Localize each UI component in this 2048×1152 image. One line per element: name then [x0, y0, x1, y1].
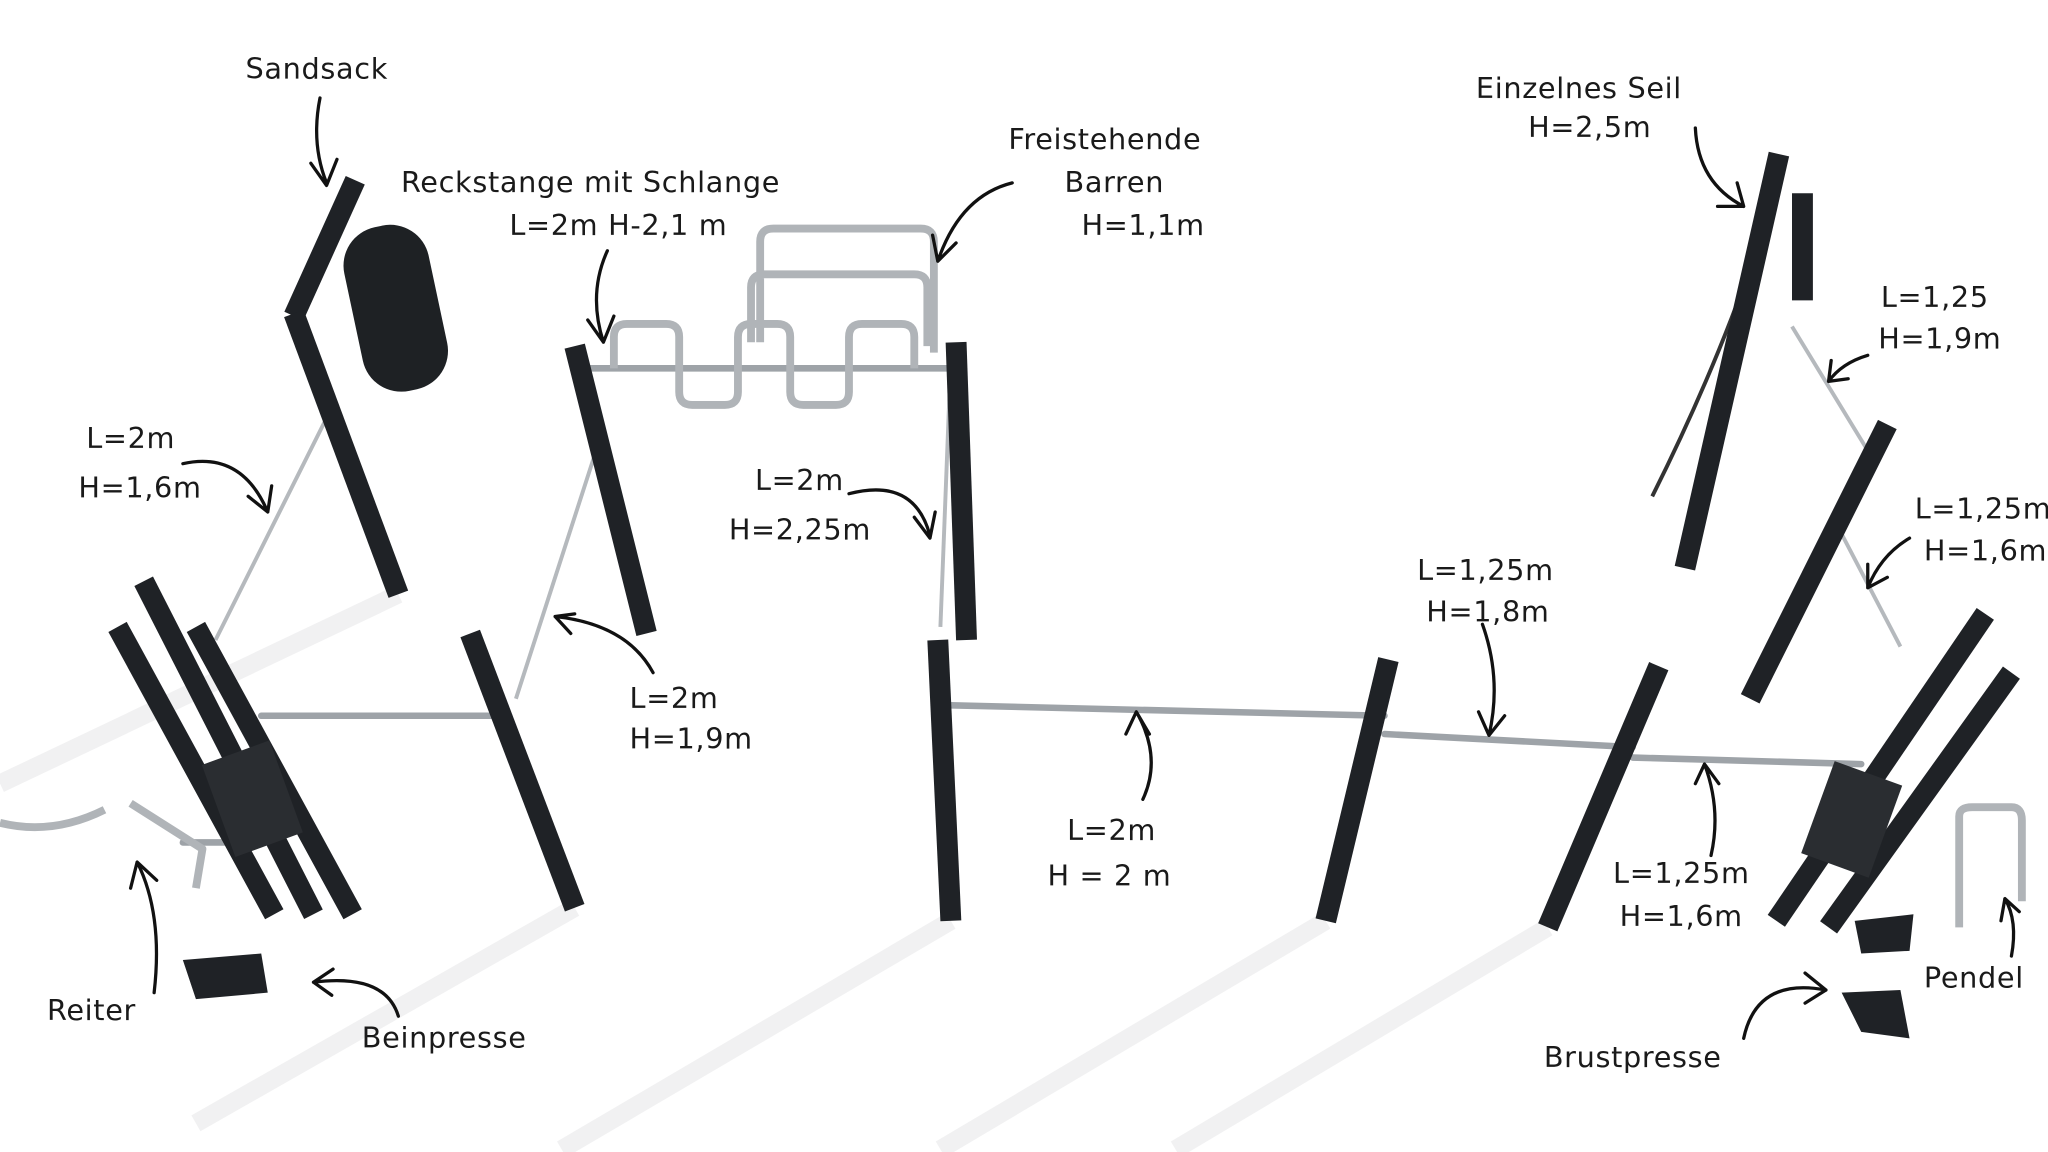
cable-mid-left — [514, 443, 601, 700]
machine-details — [0, 740, 2026, 1039]
bar-mid-right — [1381, 730, 1636, 751]
label-right-mid-height: H=1,6m — [1924, 533, 2047, 567]
label-reckstange-title: Reckstange mit Schlange — [401, 165, 780, 199]
label-center-height: H = 2 m — [1048, 859, 1172, 893]
label-pendel: Pendel — [1924, 960, 2024, 994]
label-seil-title: Einzelnes Seil — [1476, 71, 1682, 105]
bar-center — [947, 702, 1388, 720]
label-sandsack: Sandsack — [246, 51, 388, 85]
annotation-labels: Sandsack Reckstange mit Schlange L=2m H-… — [47, 51, 2048, 1074]
label-low-left-length: L=2m — [630, 681, 719, 715]
posts — [108, 151, 2020, 934]
label-center-length: L=2m — [1067, 813, 1156, 847]
rider-machine — [0, 799, 207, 889]
leg-press-pedal — [182, 953, 268, 1000]
chest-press-handle — [1854, 914, 1914, 954]
parallel-bars — [747, 224, 938, 353]
label-mid-right-height: H=1,8m — [1426, 595, 1549, 629]
cable-left-top — [213, 417, 329, 641]
annotation-arrows — [128, 96, 2021, 1040]
label-low-left-height: H=1,9m — [630, 721, 753, 755]
cables — [213, 175, 1903, 700]
label-low-right-length: L=1,25m — [1613, 856, 1750, 890]
label-reiter: Reiter — [47, 993, 136, 1027]
label-right-top-height: H=1,9m — [1878, 322, 2001, 356]
cable-center-left — [938, 391, 952, 628]
label-right-mid-length: L=1,25m — [1915, 492, 2048, 526]
label-barren-dims: H=1,1m — [1081, 208, 1204, 242]
chest-press-handle-2 — [1841, 990, 1910, 1039]
label-reckstange-dims: L=2m H-2,1 m — [509, 208, 727, 242]
label-left-top-height: H=1,6m — [78, 471, 201, 505]
label-right-top-length: L=1,25 — [1881, 280, 1989, 314]
bar-low-right — [1629, 754, 1865, 768]
label-barren-title1: Freistehende — [1008, 122, 1201, 156]
pendulum-machine — [1955, 803, 2026, 928]
label-low-right-height: H=1,6m — [1620, 899, 1743, 933]
label-mid-left-height: H=2,25m — [729, 512, 871, 546]
cable-right-top — [1790, 325, 1870, 452]
chest-press-weight — [1801, 761, 1903, 878]
leg-press-weight — [201, 740, 303, 857]
label-seil-dims: H=2,5m — [1528, 110, 1651, 144]
label-mid-left-length: L=2m — [755, 463, 844, 497]
label-beinpresse: Beinpresse — [362, 1021, 527, 1055]
label-mid-right-length: L=1,25m — [1417, 553, 1554, 587]
label-left-top-length: L=2m — [86, 421, 175, 455]
label-brustpresse: Brustpresse — [1544, 1040, 1722, 1074]
label-barren-title2: Barren — [1064, 165, 1164, 199]
punching-bag — [343, 224, 449, 392]
